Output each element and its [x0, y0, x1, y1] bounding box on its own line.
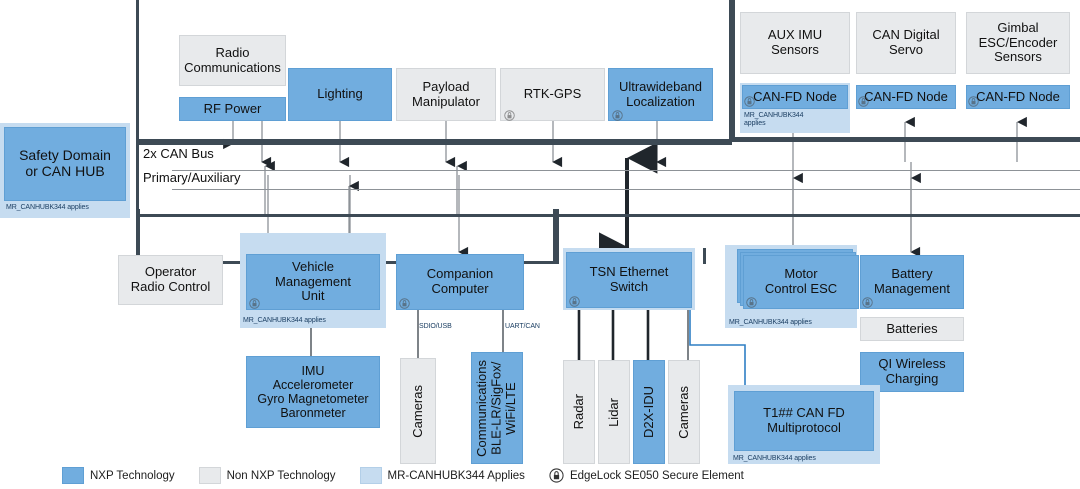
bus-label-auxiliary: Primary/Auxiliary [143, 170, 241, 185]
can-fd-node-gimbal[interactable]: CAN-FD Node [966, 85, 1070, 109]
edgelock-icon [968, 94, 979, 107]
rf-power-box[interactable]: RF Power [179, 97, 286, 121]
sdio-usb-label: SDIO/USB [419, 323, 452, 330]
safety-domain-box[interactable]: Safety Domain or CAN HUB [4, 127, 126, 201]
cameras-tsn-box[interactable]: Cameras [668, 360, 700, 464]
cameras-label: Cameras [675, 385, 691, 439]
can-bus-lower-right-enclosure [556, 209, 706, 254]
tsn-ethernet-switch-box[interactable]: TSN Ethernet Switch [566, 252, 692, 308]
motor-control-esc-box[interactable]: Motor Control ESC [743, 255, 859, 309]
payload-manipulator-box[interactable]: Payload Manipulator [396, 68, 496, 121]
radio-communications-box[interactable]: Radio Communications [179, 35, 286, 86]
can-bus-container [136, 139, 1080, 217]
edgelock-icon [612, 108, 623, 121]
t1-can-fd-multiprotocol-box[interactable]: T1## CAN FD Multiprotocol [734, 391, 874, 451]
aux-imu-sensors-box[interactable]: AUX IMU Sensors [740, 12, 850, 74]
radar-box[interactable]: Radar [563, 360, 595, 464]
d2x-idu-box[interactable]: D2X-IDU [633, 360, 665, 464]
edgelock-icon [862, 295, 873, 308]
canhub-note-line2: applies [744, 120, 766, 128]
legend-swatch-canhub [359, 467, 382, 484]
lidar-box[interactable]: Lidar [598, 360, 630, 464]
lidar-label: Lidar [605, 397, 621, 427]
qi-wireless-charging-box[interactable]: QI Wireless Charging [860, 352, 964, 392]
imu-sensors-box[interactable]: IMU Accelerometer Gyro Magnetometer Baro… [246, 356, 380, 428]
gimbal-esc-encoder-sensors-box[interactable]: Gimbal ESC/Encoder Sensors [966, 12, 1070, 74]
legend-label-nxp: NXP Technology [90, 469, 175, 482]
canhub-note: MR_CANHUBK344 applies [733, 455, 816, 462]
edgelock-icon [858, 94, 869, 107]
can-bus-switch-enclosure [556, 248, 706, 264]
batteries-box[interactable]: Batteries [860, 317, 964, 341]
edgelock-icon [504, 108, 515, 121]
canhub-note: MR_CANHUBK344 applies [6, 204, 89, 211]
battery-management-box[interactable]: Battery Management [860, 255, 964, 309]
can-bus-right-enclosure [732, 0, 1080, 140]
canhub-note: MR_CANHUBK344 applies [243, 317, 326, 324]
legend-label-edgelock: EdgeLock SE050 Secure Element [569, 469, 744, 482]
legend-swatch-non-nxp [198, 467, 221, 484]
bus-label-primary: 2x CAN Bus [143, 146, 214, 161]
can-fd-node-aux-imu[interactable]: CAN-FD Node [742, 85, 848, 109]
edgelock-icon [569, 294, 580, 307]
edgelock-icon [744, 94, 755, 107]
legend-label-canhub: MR-CANHUBK344 Applies [387, 469, 525, 482]
bus-line-primary [172, 170, 1080, 171]
bus-line-auxiliary [172, 189, 1080, 190]
companion-computer-box[interactable]: Companion Computer [396, 254, 524, 310]
operator-radio-control-box[interactable]: Operator Radio Control [118, 255, 223, 305]
legend-swatch-nxp [62, 467, 84, 484]
d2x-idu-label: D2X-IDU [640, 385, 656, 438]
can-fd-node-servo[interactable]: CAN-FD Node [856, 85, 956, 109]
ultrawideband-localization-box[interactable]: Ultrawideband Localization [608, 68, 713, 121]
radar-label: Radar [570, 394, 586, 430]
legend: NXP Technology Non NXP Technology MR-CAN… [0, 462, 1080, 489]
edgelock-icon [549, 468, 564, 483]
legend-label-non-nxp: Non NXP Technology [226, 469, 336, 482]
rtk-gps-box[interactable]: RTK-GPS [500, 68, 605, 121]
can-bus-upper-enclosure [136, 0, 732, 145]
edgelock-icon [399, 296, 410, 309]
cameras-companion-box[interactable]: Cameras [400, 358, 436, 464]
edgelock-icon [746, 295, 757, 308]
communications-label: Communications BLE-LR/SigFox/ WiFi/LTE [474, 359, 519, 457]
can-digital-servo-box[interactable]: CAN Digital Servo [856, 12, 956, 74]
cameras-label: Cameras [409, 384, 425, 438]
canhub-note: MR_CANHUBK344 applies [729, 319, 812, 326]
vehicle-management-unit-box[interactable]: Vehicle Management Unit [246, 254, 380, 310]
edgelock-icon [249, 296, 260, 309]
lighting-box[interactable]: Lighting [288, 68, 392, 121]
communications-box[interactable]: Communications BLE-LR/SigFox/ WiFi/LTE [471, 352, 523, 464]
canhub-note: MR_CANHUBK344 applies [744, 112, 839, 128]
canhub-note-line1: MR_CANHUBK344 [744, 112, 804, 119]
uart-can-label: UART/CAN [505, 323, 540, 330]
